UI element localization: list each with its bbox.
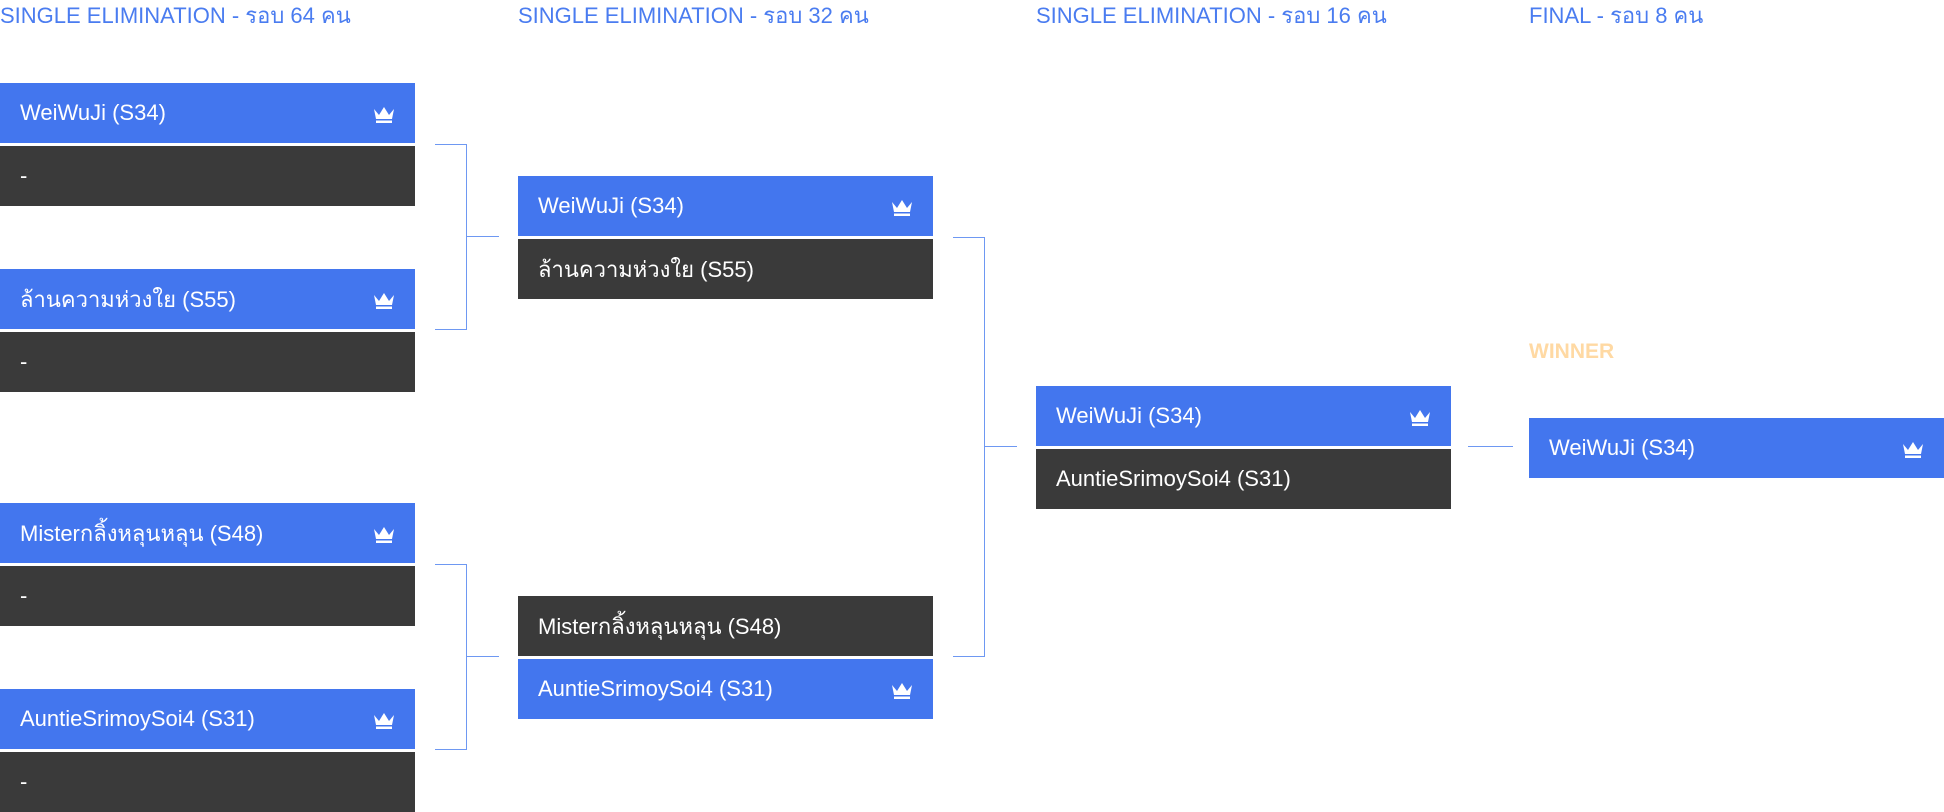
player-name: - [20, 583, 28, 608]
r32-m1-player-bottom[interactable]: ล้านความห่วงใย (S55) [518, 239, 933, 299]
winner-label: WINNER [1529, 340, 1615, 363]
r64-m2-player-bottom[interactable]: - [0, 332, 415, 392]
final-winner[interactable]: WeiWuJi (S34) [1529, 418, 1944, 478]
player-name: WeiWuJi (S34) [1056, 403, 1202, 428]
bracket-connector [435, 564, 467, 750]
player-name: WeiWuJi (S34) [538, 193, 684, 218]
crown-icon [892, 683, 912, 699]
player-name: - [20, 769, 28, 794]
r64-m4-player-top[interactable]: AuntieSrimoySoi4 (S31) [0, 689, 415, 749]
bracket-connector [953, 237, 985, 657]
round-title-final: FINAL - รอบ 8 คน [1529, 3, 1704, 28]
crown-icon [1410, 410, 1430, 426]
r32-m1-player-top[interactable]: WeiWuJi (S34) [518, 176, 933, 236]
round-title-64: SINGLE ELIMINATION - รอบ 64 คน [0, 3, 351, 28]
bracket-connector [435, 144, 467, 330]
crown-icon [374, 527, 394, 543]
bracket-connector [467, 236, 499, 237]
r64-m3-player-bottom[interactable]: - [0, 566, 415, 626]
crown-icon [374, 293, 394, 309]
player-name: WeiWuJi (S34) [1549, 435, 1695, 460]
player-name: ล้านความห่วงใย (S55) [20, 286, 236, 312]
r64-m4-player-bottom[interactable]: - [0, 752, 415, 812]
bracket-connector [985, 446, 1017, 447]
round-title-16: SINGLE ELIMINATION - รอบ 16 คน [1036, 3, 1387, 28]
r16-m1-player-top[interactable]: WeiWuJi (S34) [1036, 386, 1451, 446]
player-name: Misterกลิ้งหลุนหลุน (S48) [20, 520, 264, 546]
r32-m2-player-top[interactable]: Misterกลิ้งหลุนหลุน (S48) [518, 596, 933, 656]
r64-m1-player-bottom[interactable]: - [0, 146, 415, 206]
player-name: - [20, 163, 28, 188]
r32-m2-player-bottom[interactable]: AuntieSrimoySoi4 (S31) [518, 659, 933, 719]
r64-m2-player-top[interactable]: ล้านความห่วงใย (S55) [0, 269, 415, 329]
player-name: WeiWuJi (S34) [20, 100, 166, 125]
crown-icon [892, 200, 912, 216]
player-name: AuntieSrimoySoi4 (S31) [538, 676, 773, 701]
crown-icon [374, 713, 394, 729]
round-title-32: SINGLE ELIMINATION - รอบ 32 คน [518, 3, 869, 28]
bracket-connector [467, 656, 499, 657]
player-name: AuntieSrimoySoi4 (S31) [1056, 466, 1291, 491]
r64-m1-player-top[interactable]: WeiWuJi (S34) [0, 83, 415, 143]
r64-m3-player-top[interactable]: Misterกลิ้งหลุนหลุน (S48) [0, 503, 415, 563]
player-name: ล้านความห่วงใย (S55) [538, 256, 754, 282]
bracket-connector [1468, 446, 1513, 447]
crown-icon [374, 107, 394, 123]
crown-icon [1903, 442, 1923, 458]
player-name: AuntieSrimoySoi4 (S31) [20, 706, 255, 731]
player-name: Misterกลิ้งหลุนหลุน (S48) [538, 613, 782, 639]
player-name: - [20, 349, 28, 374]
r16-m1-player-bottom[interactable]: AuntieSrimoySoi4 (S31) [1036, 449, 1451, 509]
